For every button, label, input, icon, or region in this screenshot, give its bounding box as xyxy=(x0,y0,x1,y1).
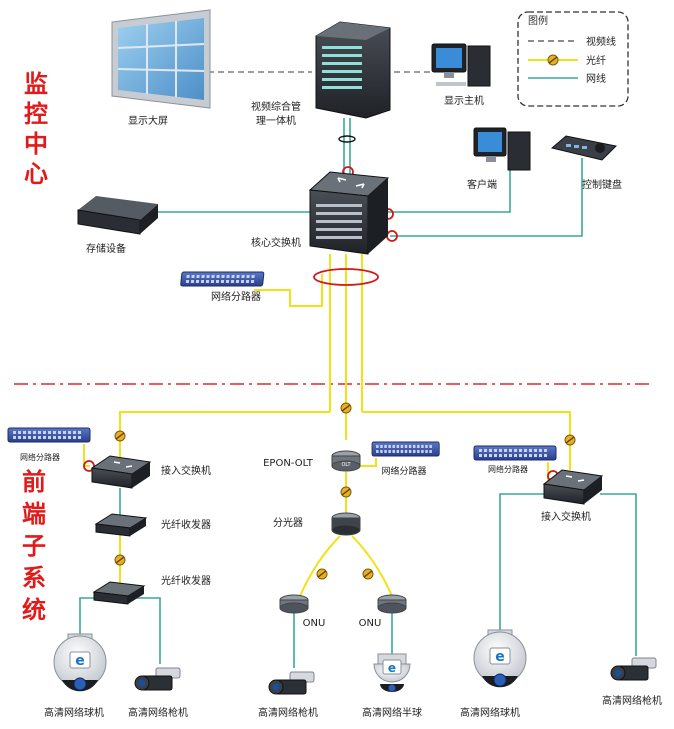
svg-text:监: 监 xyxy=(24,70,48,98)
optical-splitter-label: 分光器 xyxy=(273,516,303,529)
net-link-bullet-left xyxy=(132,597,161,664)
camera-bullet-right xyxy=(610,657,657,681)
video-management-unit: 视频综合管 理一体机 xyxy=(251,21,391,127)
legend-item-network: 网线 xyxy=(586,72,606,85)
svg-text:前: 前 xyxy=(22,468,46,496)
legend-item-video-line: 视频线 xyxy=(586,35,616,48)
link-bundle-marker xyxy=(338,135,356,143)
network-splitter-right: 网络分路器 xyxy=(473,445,557,474)
onu-right: ONU xyxy=(359,594,407,629)
camera-dome-left xyxy=(53,633,107,692)
core-switch: 核心交换机 xyxy=(251,171,390,255)
svg-text:控: 控 xyxy=(24,100,48,128)
fiber-branch-left xyxy=(119,411,330,470)
camera-half-dome-label: 高清网络半球 xyxy=(362,706,422,719)
camera-half-dome: e xyxy=(373,653,411,692)
camera-bullet-left-label: 高清网络枪机 xyxy=(128,706,188,719)
fiber-transceiver-1: 光纤收发器 xyxy=(94,513,211,537)
fiber-transceiver-1-label: 光纤收发器 xyxy=(161,518,211,531)
network-splitter-center-label: 网络分路器 xyxy=(211,290,261,303)
section-label-monitoring-center: 监 控 中 心 xyxy=(24,70,48,188)
svg-text:端: 端 xyxy=(22,500,46,528)
svg-text:统: 统 xyxy=(22,596,46,624)
legend-item-fiber: 光纤 xyxy=(586,54,606,67)
legend: 图例 视频线 光纤 网线 xyxy=(517,11,629,107)
camera-bullet-left xyxy=(134,667,181,691)
camera-dome-right-label: 高清网络球机 xyxy=(460,706,520,719)
net-link-keyboard xyxy=(390,158,583,237)
camera-bullet-middle xyxy=(268,671,315,695)
fiber-link-onu-left xyxy=(299,535,341,597)
core-switch-label: 核心交换机 xyxy=(251,236,301,249)
client-label: 客户端 xyxy=(467,178,497,191)
net-link-dome-right xyxy=(499,493,548,634)
fiber-marker-icon xyxy=(362,568,374,580)
display-host-label: 显示主机 xyxy=(444,94,484,107)
fiber-bundle-marker xyxy=(313,268,379,286)
access-switch-left: 接入交换机 xyxy=(90,455,211,489)
legend-title: 图例 xyxy=(528,14,548,27)
control-keyboard-label: 控制键盘 xyxy=(582,178,622,191)
fiber-link-onu-right xyxy=(351,535,393,597)
display-wall-label: 显示大屏 xyxy=(128,114,168,127)
epon-olt-label: EPON-OLT xyxy=(263,458,314,469)
network-splitter-left-label: 网络分路器 xyxy=(20,452,60,462)
display-host: 显示主机 xyxy=(431,43,491,107)
storage-label: 存储设备 xyxy=(86,242,126,255)
fiber-transceiver-2-label: 光纤收发器 xyxy=(161,574,211,587)
svg-text:中: 中 xyxy=(24,130,48,158)
display-wall: 显示大屏 xyxy=(111,9,211,127)
camera-bullet-right-label: 高清网络枪机 xyxy=(602,694,662,707)
network-splitter-middle-label: 网络分路器 xyxy=(381,465,426,477)
control-keyboard: 控制键盘 xyxy=(550,135,622,191)
camera-dome-left-label: 高清网络球机 xyxy=(44,706,104,719)
onu-left: ONU xyxy=(279,594,326,629)
fiber-marker-icon xyxy=(547,54,559,66)
access-switch-right-label: 接入交换机 xyxy=(541,510,591,523)
fiber-branch-right xyxy=(362,411,571,470)
onu-right-label: ONU xyxy=(359,618,382,629)
onu-left-label: ONU xyxy=(303,618,326,629)
fiber-marker-icon xyxy=(340,402,352,414)
net-link-client xyxy=(388,168,511,213)
fiber-marker-icon xyxy=(340,486,352,498)
network-splitter-left: 网络分路器 xyxy=(7,427,91,462)
video-management-label-1: 视频综合管 xyxy=(251,100,301,113)
net-link-dome-left xyxy=(79,597,100,642)
svg-text:系: 系 xyxy=(22,564,46,592)
client-pc: 客户端 xyxy=(467,127,531,191)
net-link-bullet-right xyxy=(600,493,637,656)
epon-olt: OLT EPON-OLT xyxy=(263,450,361,472)
access-switch-left-label: 接入交换机 xyxy=(161,464,211,477)
svg-text:e: e xyxy=(388,661,396,675)
fiber-link-center-splitter xyxy=(254,274,323,307)
fiber-marker-icon xyxy=(564,434,576,446)
access-switch-right: 接入交换机 xyxy=(541,469,604,523)
svg-text:心: 心 xyxy=(24,160,48,188)
network-splitter-middle: 网络分路器 xyxy=(371,441,440,477)
optical-splitter: 分光器 xyxy=(273,512,361,536)
svg-text:子: 子 xyxy=(22,532,46,560)
camera-bullet-middle-label: 高清网络枪机 xyxy=(258,706,318,719)
fiber-marker-icon xyxy=(114,430,126,442)
fiber-link-middle-splitter xyxy=(358,458,377,467)
network-splitter-right-label: 网络分路器 xyxy=(488,464,528,474)
fiber-transceiver-2: 光纤收发器 xyxy=(92,574,211,605)
video-management-label-2: 理一体机 xyxy=(256,114,296,127)
fiber-marker-icon xyxy=(114,554,126,566)
section-label-frontend-system: 前 端 子 系 统 xyxy=(22,468,46,624)
storage-device: 存储设备 xyxy=(77,196,158,255)
network-splitter-center: 网络分路器 xyxy=(180,271,265,303)
camera-dome-right xyxy=(473,629,527,688)
svg-text:OLT: OLT xyxy=(341,462,351,468)
fiber-marker-icon xyxy=(316,568,328,580)
